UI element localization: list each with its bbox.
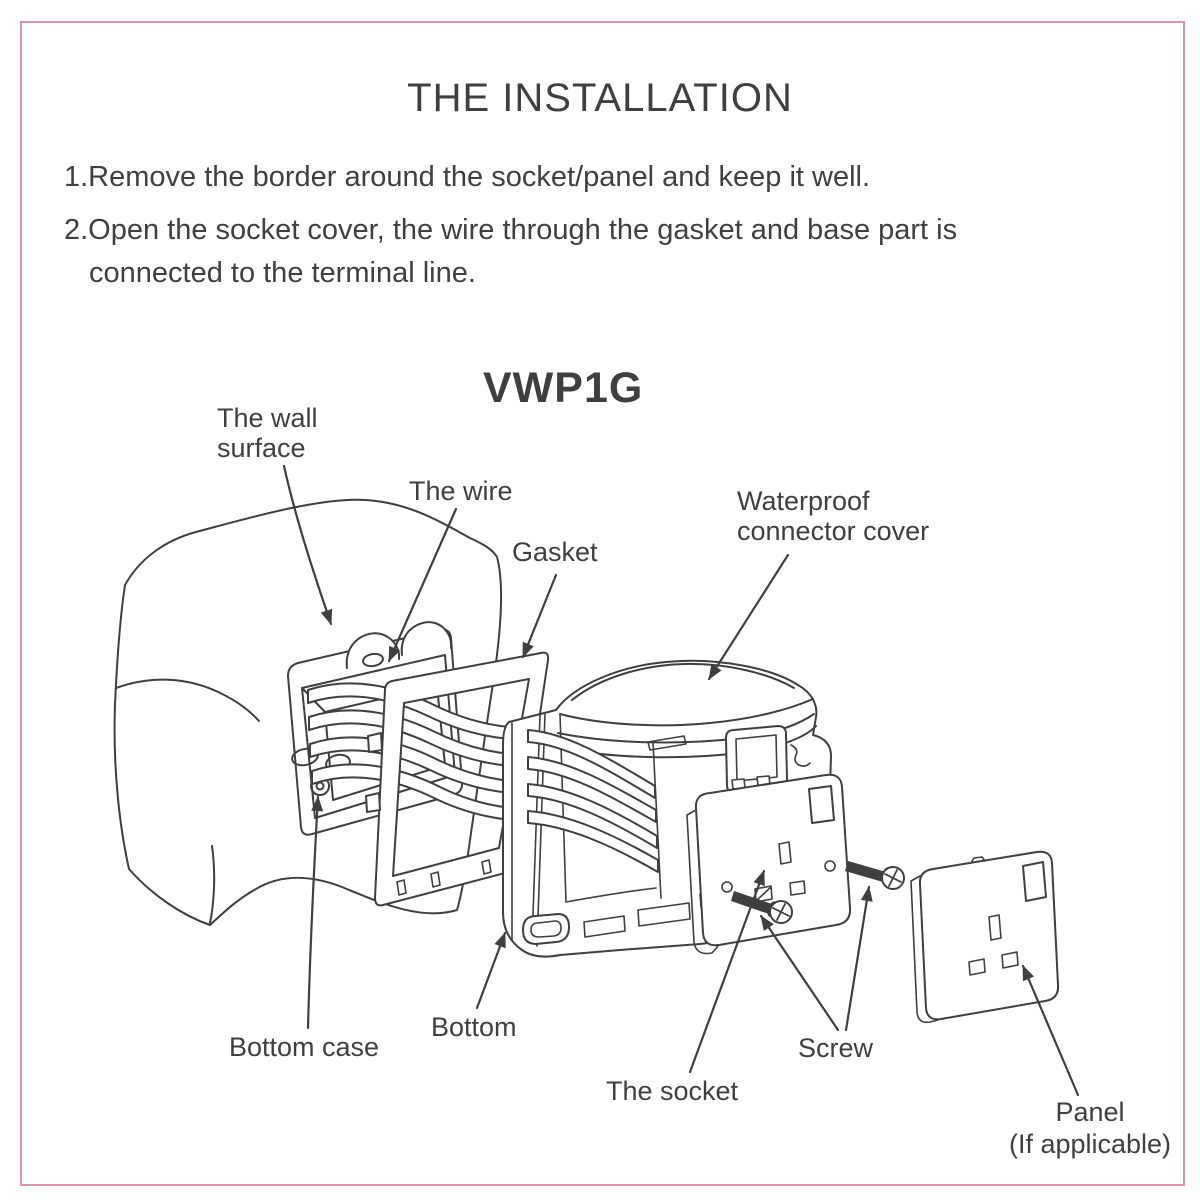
page-border (20, 21, 1185, 1186)
label-waterproof-cover-line1: Waterproof (737, 486, 870, 516)
instruction-step-2-line1: 2.Open the socket cover, the wire throug… (64, 214, 958, 246)
label-screw: Screw (798, 1033, 874, 1063)
label-panel-line1: Panel (1055, 1097, 1125, 1127)
label-gasket: Gasket (512, 537, 598, 567)
label-bottom-case: Bottom case (229, 1032, 380, 1062)
label-wall-surface-line2: surface (217, 433, 306, 463)
label-panel: Panel (If applicable) (1000, 1096, 1180, 1160)
model-number: VWP1G (483, 364, 644, 412)
label-waterproof-cover-line2: connector cover (737, 516, 930, 546)
label-socket: The socket (606, 1076, 739, 1106)
label-wall-surface: The wall surface (217, 403, 318, 463)
leader-lines (282, 464, 1080, 1097)
label-panel-line2: (If applicable) (1008, 1129, 1172, 1159)
page-title: THE INSTALLATION (407, 76, 793, 120)
label-waterproof-cover: Waterproof connector cover (737, 486, 929, 546)
label-wall-surface-line1: The wall (217, 403, 318, 433)
instruction-step-2-line2: connected to the terminal line. (89, 257, 476, 289)
label-wire: The wire (409, 476, 513, 506)
label-bottom: Bottom (431, 1012, 517, 1042)
instruction-step-1: 1.Remove the border around the socket/pa… (64, 161, 871, 193)
socket-faceplate-shape (686, 773, 852, 955)
wires-into-socket-shape (527, 729, 662, 899)
